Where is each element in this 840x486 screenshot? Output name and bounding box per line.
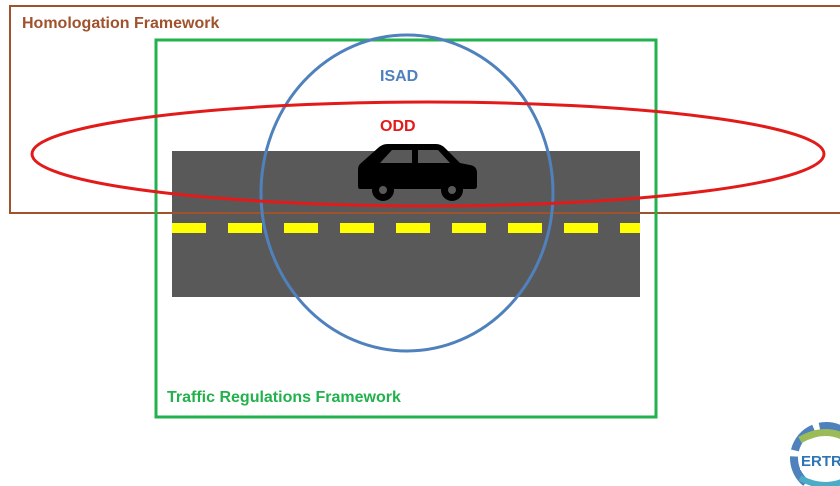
ertra-logo: ERTRA [790,422,840,486]
isad-circle [259,33,555,353]
car-icon [358,144,477,201]
ertra-logo-text: ERTRA [801,453,840,470]
homologation-framework-box [9,5,840,214]
homologation-framework-label: Homologation Framework [22,15,219,32]
traffic-regulations-framework-label: Traffic Regulations Framework [167,389,401,406]
odd-label: ODD [380,118,416,135]
odd-ellipse [30,100,826,208]
traffic-regulations-framework-box [154,38,658,419]
isad-label: ISAD [380,68,418,85]
